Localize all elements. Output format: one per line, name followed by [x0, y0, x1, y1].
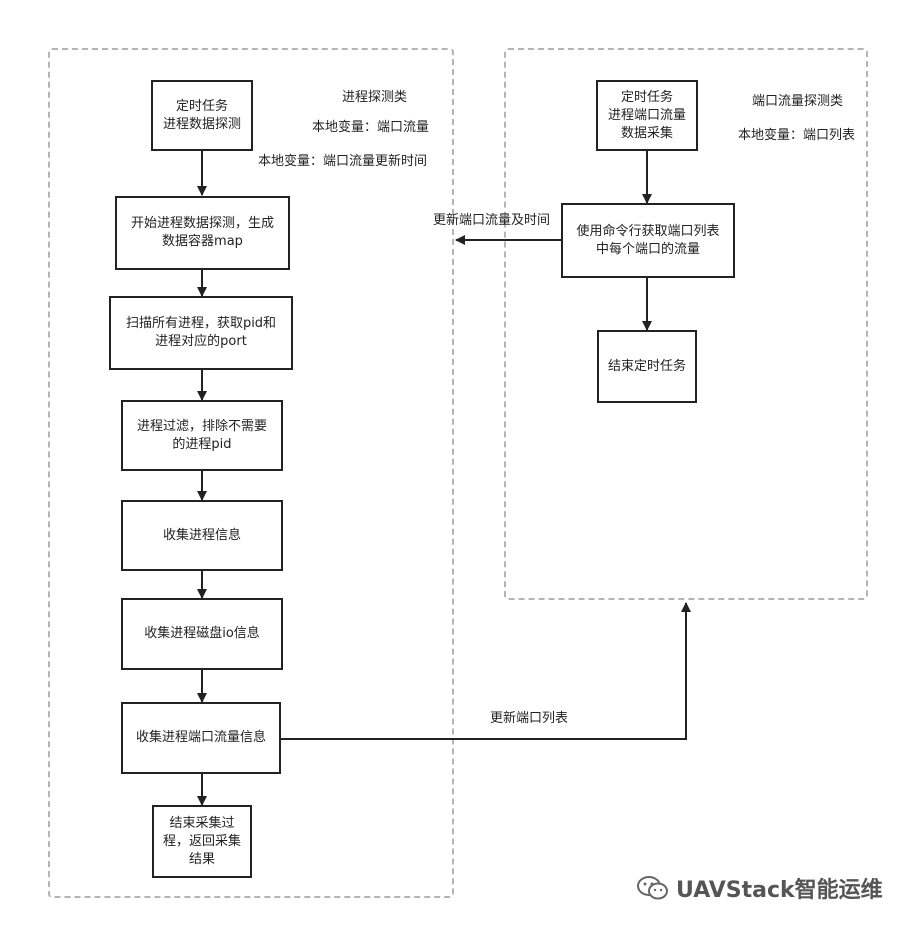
node-timer-process-probe: 定时任务 进程数据探测: [151, 80, 253, 151]
process-probe-var-update-time: 本地变量：端口流量更新时间: [258, 154, 428, 169]
node-filter-processes: 进程过滤，排除不需要 的进程pid: [121, 400, 283, 471]
port-traffic-probe-group: [504, 48, 868, 600]
edge-label-update-traffic: 更新端口流量及时间: [433, 213, 551, 228]
node-collect-port-traffic: 收集进程端口流量信息: [121, 702, 281, 774]
watermark: UAVStack智能运维: [636, 872, 883, 904]
node-scan-processes: 扫描所有进程，获取pid和 进程对应的port: [109, 296, 293, 370]
node-cmd-get-port-traffic: 使用命令行获取端口列表 中每个端口的流量: [561, 203, 735, 278]
node-end-collection: 结束采集过 程，返回采集 结果: [152, 805, 252, 878]
wechat-icon: [637, 876, 668, 900]
edge-traffic-to-port-group: [281, 602, 691, 740]
node-collect-process-info: 收集进程信息: [121, 500, 283, 571]
node-start-process-probe: 开始进程数据探测，生成 数据容器map: [115, 196, 290, 270]
node-collect-disk-io: 收集进程磁盘io信息: [121, 598, 283, 670]
process-probe-var-traffic: 本地变量：端口流量: [312, 120, 430, 135]
port-probe-var-ports: 本地变量：端口列表: [738, 128, 856, 143]
node-end-timer-task: 结束定时任务: [597, 330, 697, 403]
process-probe-group: [48, 48, 454, 898]
port-probe-title: 端口流量探测类: [752, 94, 844, 109]
edge-label-update-ports: 更新端口列表: [490, 711, 569, 726]
node-timer-port-traffic: 定时任务 进程端口流量 数据采集: [596, 80, 698, 151]
watermark-text: UAVStack智能运维: [676, 878, 883, 903]
process-probe-title: 进程探测类: [342, 90, 408, 105]
